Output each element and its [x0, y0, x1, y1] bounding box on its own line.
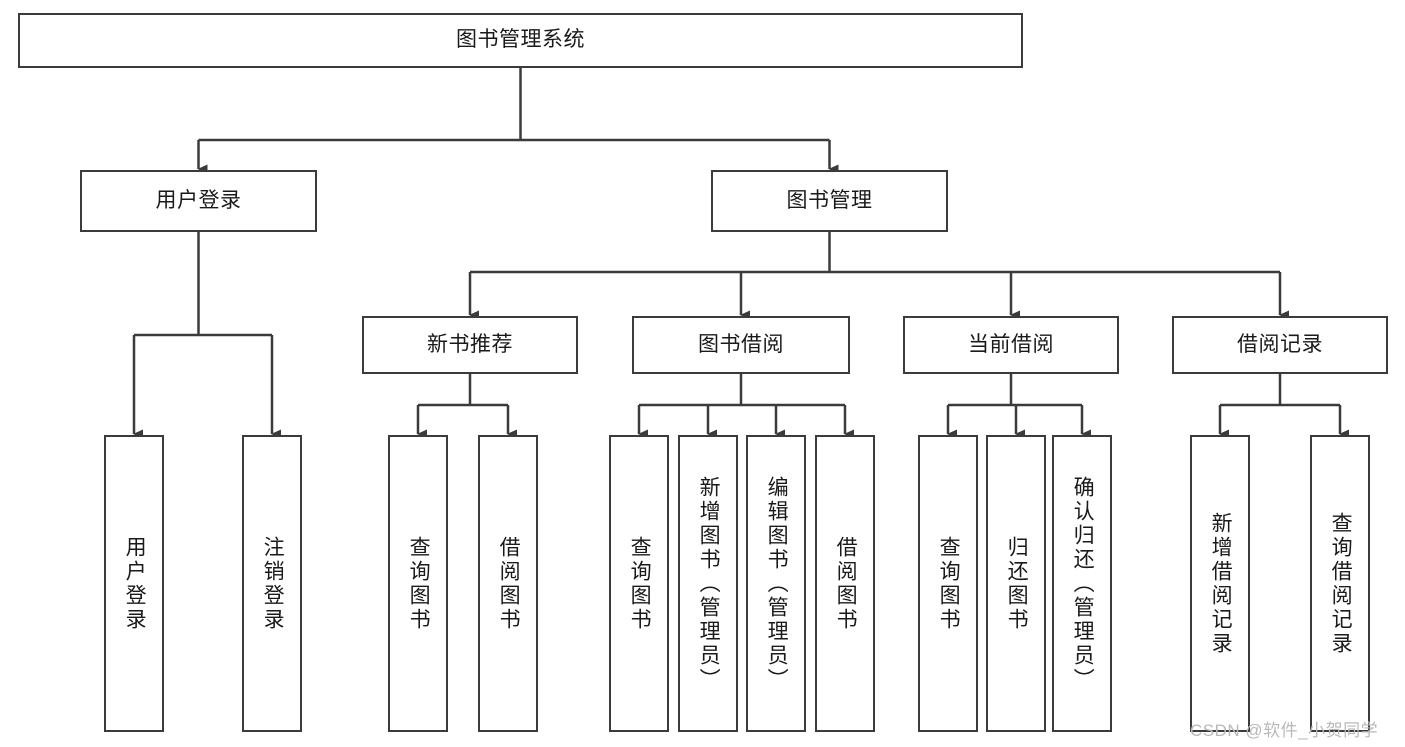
- node-label: 当前借阅: [968, 332, 1054, 356]
- node-leaf_8[interactable]: 查询图书: [918, 435, 978, 732]
- node-l3_1[interactable]: 图书借阅: [632, 316, 850, 374]
- node-label: 用户登录: [155, 188, 242, 212]
- node-leaf_7[interactable]: 借阅图书: [815, 435, 875, 732]
- node-leaf_4[interactable]: 查询图书: [609, 435, 669, 732]
- node-label: 借阅图书: [834, 535, 858, 632]
- node-label: 编辑图书（管理员）: [765, 475, 789, 692]
- node-leaf_6[interactable]: 编辑图书（管理员）: [746, 435, 806, 732]
- node-leaf_0[interactable]: 用户登录: [104, 435, 164, 732]
- node-leaf_2[interactable]: 查询图书: [388, 435, 448, 732]
- node-label: 图书借阅: [698, 332, 784, 356]
- node-label: 查询借阅记录: [1329, 511, 1353, 656]
- node-leaf_12[interactable]: 查询借阅记录: [1310, 435, 1370, 732]
- node-leaf_10[interactable]: 确认归还（管理员）: [1052, 435, 1112, 732]
- node-l3_0[interactable]: 新书推荐: [362, 316, 578, 374]
- node-label: 新增图书（管理员）: [697, 475, 721, 692]
- node-leaf_9[interactable]: 归还图书: [986, 435, 1046, 732]
- node-root[interactable]: 图书管理系统: [18, 13, 1023, 68]
- node-label: 归还图书: [1005, 535, 1029, 632]
- node-l2_1[interactable]: 图书管理: [711, 170, 948, 232]
- node-label: 查询图书: [937, 535, 961, 632]
- node-leaf_1[interactable]: 注销登录: [242, 435, 302, 732]
- node-label: 借阅记录: [1237, 332, 1323, 356]
- node-leaf_5[interactable]: 新增图书（管理员）: [678, 435, 738, 732]
- node-label: 注销登录: [261, 535, 285, 632]
- node-l2_0[interactable]: 用户登录: [80, 170, 317, 232]
- node-l3_2[interactable]: 当前借阅: [903, 316, 1119, 374]
- edges-group: [132, 68, 1349, 439]
- node-label: 图书管理系统: [456, 28, 585, 52]
- node-leaf_3[interactable]: 借阅图书: [478, 435, 538, 732]
- node-leaf_11[interactable]: 新增借阅记录: [1190, 435, 1250, 732]
- node-label: 查询图书: [628, 535, 652, 632]
- node-label: 借阅图书: [497, 535, 521, 632]
- node-label: 用户登录: [123, 535, 147, 632]
- node-label: 查询图书: [407, 535, 431, 632]
- node-label: 新书推荐: [427, 332, 513, 356]
- node-l3_3[interactable]: 借阅记录: [1172, 316, 1388, 374]
- node-label: 新增借阅记录: [1209, 511, 1233, 656]
- node-label: 确认归还（管理员）: [1071, 475, 1095, 692]
- node-label: 图书管理: [786, 188, 873, 212]
